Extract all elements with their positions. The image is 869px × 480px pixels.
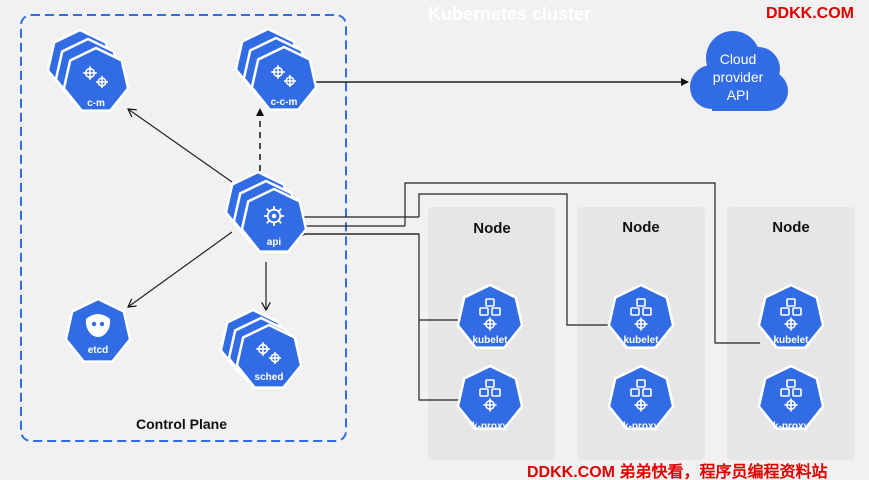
kproxy-1-connection: [418, 243, 459, 401]
cloud-provider-shape: [690, 31, 788, 111]
kubelet-3-connection: [404, 182, 760, 344]
api-link-lower-tail: [305, 233, 420, 243]
api-to-etcd-arrow: [128, 231, 233, 307]
kubelet-2-connection: [418, 193, 609, 326]
api-to-cm-arrow: [128, 109, 233, 183]
control-plane-boundary: [20, 14, 347, 442]
